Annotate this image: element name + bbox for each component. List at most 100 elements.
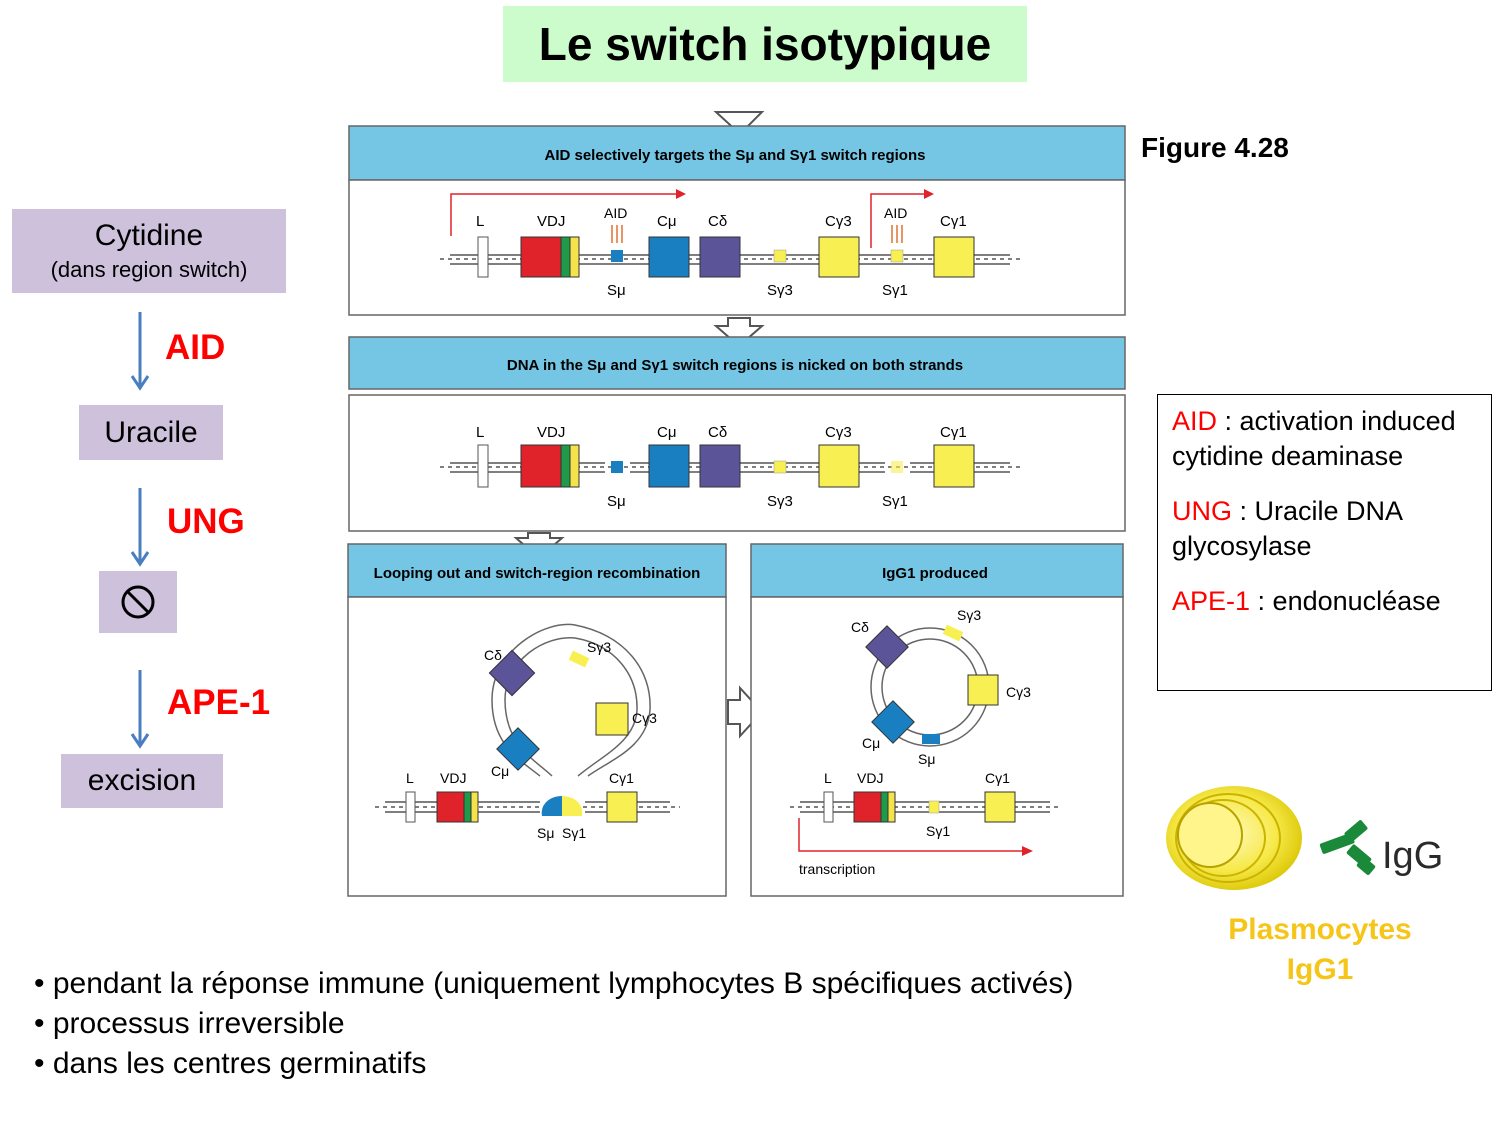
p2-leader xyxy=(477,444,489,488)
p1-aid-arrows-mu xyxy=(611,225,623,243)
p4-label-L: L xyxy=(824,770,832,786)
panel3-loop xyxy=(375,623,680,823)
p1-label-VDJ: VDJ xyxy=(537,213,565,230)
p3-sg3 xyxy=(568,650,590,668)
p3-label-Smu: Sμ xyxy=(537,825,554,841)
cytidine-sublabel: (dans region switch) xyxy=(50,257,248,282)
bullet-list: • pendant la réponse immune (uniquement … xyxy=(34,964,1073,1084)
plasmocytes-line2: IgG1 xyxy=(1286,953,1354,986)
p3-label-Cg3: Cγ3 xyxy=(632,710,657,726)
p3-label-Sg1: Sγ1 xyxy=(562,825,586,841)
p2-cg1 xyxy=(933,444,975,488)
p4-label-transcription: transcription xyxy=(799,861,875,877)
antibody-icon xyxy=(1319,820,1376,875)
p3-label-VDJ: VDJ xyxy=(440,770,466,786)
p3-smu-sg1-synapse xyxy=(541,796,562,816)
panel1-title: AID selectively targets the Sμ and Sγ1 s… xyxy=(545,147,926,164)
pathway-arrows xyxy=(130,312,150,749)
abbreviation-legend: AID : activation induced cytidine deamin… xyxy=(1157,394,1492,691)
switch-recombination-figure: AID selectively targets the Sμ and Sγ1 s… xyxy=(347,111,1126,897)
p3-cmu xyxy=(496,727,540,771)
p3-label-Cmu: Cμ xyxy=(491,763,509,779)
p4-vdj-green xyxy=(880,791,889,823)
bullet-item: • pendant la réponse immune (uniquement … xyxy=(34,967,1074,1000)
p2-label-Sg1: Sγ1 xyxy=(882,493,908,510)
p1-vdj-yellow xyxy=(569,236,580,278)
p3-label-L: L xyxy=(406,770,414,786)
p1-sg3 xyxy=(773,249,787,263)
p2-vdj-red xyxy=(520,444,562,488)
p3-cg3 xyxy=(595,702,629,736)
p3-label-Sg3: Sγ3 xyxy=(587,639,611,655)
p1-label-L: L xyxy=(476,213,484,230)
flow-arrow-top xyxy=(713,111,765,136)
flow-arrow-1-2 xyxy=(713,317,765,348)
p3-leader xyxy=(405,791,416,823)
enzyme-ape1-label: APE-1 xyxy=(167,683,271,722)
excision-step: excision xyxy=(61,754,223,808)
p4-label-Cmu: Cμ xyxy=(862,735,880,751)
p4-label-Sg1: Sγ1 xyxy=(926,823,950,839)
p3-vdj-red xyxy=(436,791,465,823)
p1-vdj-green xyxy=(560,236,571,278)
panel1-labels: L VDJ AID Cμ Cδ Cγ3 AID Cγ1 Sμ Sγ3 Sγ1 xyxy=(476,205,967,299)
legend-ung: UNG : Uracile DNA glycosylase xyxy=(1172,496,1402,561)
plasmocytes-label: Plasmocytes IgG1 xyxy=(1200,910,1440,990)
p2-label-L: L xyxy=(476,424,484,441)
p2-label-Cdelta: Cδ xyxy=(708,424,727,441)
panel3-title: Looping out and switch-region recombinat… xyxy=(374,565,701,582)
figure-reference: Figure 4.28 xyxy=(1141,132,1289,163)
p1-label-Cg3: Cγ3 xyxy=(825,213,852,230)
p3-vdj-yellow xyxy=(470,791,479,823)
p1-label-AID-2: AID xyxy=(884,205,907,221)
p2-cmu xyxy=(648,444,690,488)
p4-transcription-arrow xyxy=(798,818,1025,852)
p1-leader xyxy=(477,236,489,278)
empty-set-icon xyxy=(121,585,155,619)
p3-cg1 xyxy=(606,791,638,823)
p4-sg3 xyxy=(942,624,964,642)
p1-aid-arrows-g1 xyxy=(891,225,903,243)
panel3-header xyxy=(347,543,727,598)
plasmocytes-line1: Plasmocytes xyxy=(1228,913,1412,946)
page-title: Le switch isotypique xyxy=(503,6,1027,82)
excision-label: excision xyxy=(87,764,197,797)
p1-transcription-arrow-1 xyxy=(450,193,680,236)
p1-label-AID-1: AID xyxy=(604,205,627,221)
p2-label-Cmu: Cμ xyxy=(657,424,676,441)
panel1-dna xyxy=(440,189,1020,278)
uracile-label: Uracile xyxy=(104,415,198,449)
p3-vdj-green xyxy=(463,791,472,823)
panel2-labels: L VDJ Cμ Cδ Cγ3 Cγ1 Sμ Sγ3 Sγ1 xyxy=(476,424,967,510)
p4-cdelta xyxy=(865,625,909,669)
plasmocyte-illustration: IgG xyxy=(1166,786,1443,890)
panel1-header xyxy=(348,125,1126,181)
p2-vdj-green xyxy=(560,444,571,488)
uracile-step: Uracile xyxy=(79,405,223,460)
panel4-labels: Cδ Sγ3 Cγ3 Cμ Sμ L VDJ Cγ1 Sγ1 transcrip… xyxy=(799,607,1031,877)
antibody-label: IgG xyxy=(1382,835,1443,877)
panel3-labels: Cδ Sγ3 Cγ3 Cμ L VDJ Cγ1 Sμ Sγ1 xyxy=(406,639,657,841)
p1-vdj-red xyxy=(520,236,562,278)
panel4-circle xyxy=(790,624,1060,856)
p4-label-Cg1: Cγ1 xyxy=(985,770,1010,786)
p2-sg3 xyxy=(773,460,787,474)
p2-cdelta xyxy=(699,444,741,488)
p1-label-Smu: Sμ xyxy=(607,282,626,299)
p2-cg3 xyxy=(818,444,860,488)
p3-label-Cdelta: Cδ xyxy=(484,647,502,663)
panel2-header xyxy=(348,336,1126,390)
bullet-item: • processus irreversible xyxy=(34,1007,345,1040)
p2-label-Sg3: Sγ3 xyxy=(767,493,793,510)
panel4-header xyxy=(750,543,1124,598)
p2-label-VDJ: VDJ xyxy=(537,424,565,441)
p4-label-VDJ: VDJ xyxy=(857,770,883,786)
p4-cg3 xyxy=(967,674,999,706)
p1-cdelta xyxy=(699,236,741,278)
bullet-item: • dans les centres germinatifs xyxy=(34,1047,427,1080)
panel4-body xyxy=(750,596,1124,897)
p1-cg3 xyxy=(818,236,860,278)
cytidine-step: Cytidine (dans region switch) xyxy=(12,209,286,293)
plasma-cell-nucleus xyxy=(1177,802,1243,868)
p4-leader xyxy=(823,791,834,823)
